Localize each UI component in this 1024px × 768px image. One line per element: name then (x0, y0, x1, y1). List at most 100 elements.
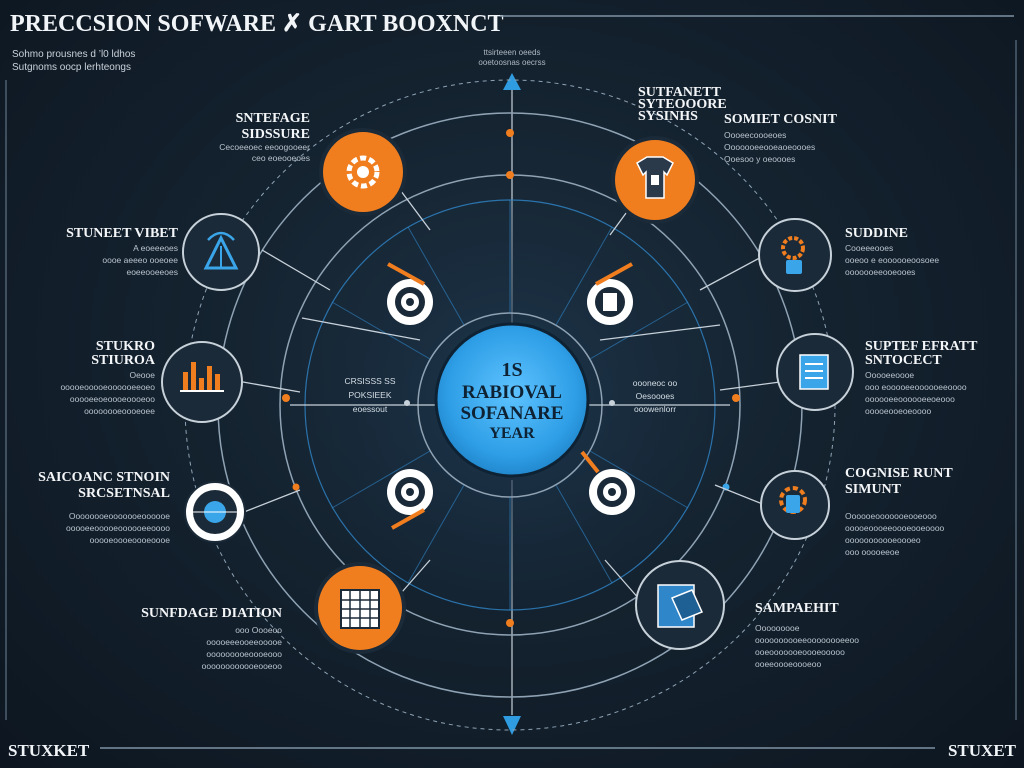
globe-target-icon (190, 501, 240, 523)
label-line: ooo eooooeeoooooeeoooo (865, 382, 967, 392)
label-line: eoeeooeeoes (126, 267, 178, 277)
inner-right-line1: oooneoc oo (633, 378, 678, 388)
server-gear-icon (779, 486, 807, 514)
label-title: COGNISE RUNT (845, 466, 953, 481)
label-line: ooeeoooeoooeoo (755, 659, 821, 669)
label-top-left: SNTEFAGE SIDSSURE Cecoeeoec eeoogooeer c… (219, 111, 310, 163)
label-line: Ooesoo y oeoooes (724, 154, 795, 164)
header: PRECCSION SOFWARE ✗ GART BOOXNCT Sohmo p… (5, 11, 1017, 720)
label-line: Ooooooooe (755, 623, 800, 633)
label-line: oooooooooeeoooooooeeoo (755, 635, 859, 645)
label-title: SUDDINE (845, 226, 908, 241)
label-title: SUPTEF EFRATT (865, 339, 978, 354)
label-line: ooooeoooeoooeoooe (90, 535, 171, 545)
label-line: oooooooeoooeoee (84, 406, 155, 416)
label-title: SUNFDAGE DIATION (141, 606, 282, 621)
label-line: ooooeoooeeoooeooeoooo (845, 523, 945, 533)
label-line: ooooeeooooeoooooeeoooo (66, 523, 170, 533)
label-lower-left: SAICOANC STNOIN SRCSETNSAL Oooooooeooooo… (38, 470, 170, 545)
node-top-left[interactable] (319, 128, 407, 216)
footer: STUXKET STUXET (8, 741, 1017, 760)
label-title: SYTEOOORE (638, 97, 727, 112)
label-line: ooeoo e eoooooeoosoee (845, 255, 939, 265)
label-title: SAMPAEHIT (755, 601, 839, 616)
grid-chip-icon (340, 589, 380, 629)
label-title: STUKRO (96, 339, 155, 354)
label-title: SIMUNT (845, 482, 902, 497)
label-line: Oooooeooooooeooeooo (845, 511, 937, 521)
header-subtitle-1: Sohmo prousnes d ’l0 ldhos (12, 49, 135, 60)
document-drone-icon (657, 584, 704, 628)
node-lower-right[interactable] (760, 470, 830, 540)
center-hub: 1S RABIOVAL SOFANARE YEAR (434, 322, 590, 478)
node-top-right[interactable] (611, 136, 699, 224)
label-line: ooeooooooeoooeooooo (755, 647, 845, 657)
label-middle-left: STUKRO STIUROA Oeooe ooooeooooeoooooeeoe… (60, 339, 155, 416)
label-line: Cecoeeoec eeoogooeer (219, 142, 310, 152)
node-upper-right[interactable] (758, 218, 832, 292)
center-line1: 1S (501, 359, 522, 381)
document-target-icon (587, 262, 633, 325)
node-middle-left[interactable] (161, 341, 243, 423)
label-top-right-stack: SUTFANETT SYTEOOORE SYSINHS (638, 85, 727, 124)
label-line: Ooooooeeooeaoeoooes (724, 142, 815, 152)
label-title: SAICOANC STNOIN (38, 470, 170, 485)
label-bottom-left: SUNFDAGE DIATION ooo Oooeoo ooooeeeooeeo… (141, 606, 282, 671)
arrow-down-icon (503, 716, 521, 735)
ring-markers (282, 129, 740, 627)
inner-left-label: CRSISSS SS POKSIEEK eoessout (344, 376, 395, 414)
antenna-icon (203, 231, 239, 270)
target-icon (387, 262, 433, 325)
label-line: ooo ooooeeoe (845, 547, 900, 557)
label-upper-right: SUDDINE Cooeeeooes ooeoo e eoooooeoosoee… (845, 226, 939, 277)
bar-chart-icon (180, 362, 224, 392)
page-title: PRECCSION SOFWARE ✗ GART BOOXNCT (10, 11, 504, 37)
gear-hand-icon (346, 155, 380, 189)
arrow-up-icon (503, 73, 521, 90)
label-line: Oeooe (129, 370, 155, 380)
inner-targets (387, 262, 635, 530)
label-line: ooooeooeoeoooo (865, 406, 931, 416)
label-line: ooooooooeoooeooo (206, 649, 282, 659)
node-upper-left[interactable] (182, 213, 260, 291)
label-title: SYSINHS (638, 109, 698, 124)
label-title: SIDSSURE (242, 127, 310, 142)
label-line: Cooeeeooes (845, 243, 893, 253)
target-icon (387, 469, 433, 530)
label-title: SOMIET COSNIT (724, 112, 838, 127)
inner-right-line2: Oesoooes (636, 391, 675, 401)
center-line4: YEAR (489, 425, 535, 442)
label-lower-right: COGNISE RUNT SIMUNT Oooooeooooooeooeooo … (845, 466, 953, 557)
inner-left-line1: CRSISSS SS (344, 376, 395, 386)
inner-left-line3: eoessout (353, 404, 388, 414)
label-line: ooooeeoeoooeoooeoo (70, 394, 155, 404)
label-line: ooooooooooeoooeo (845, 535, 921, 545)
label-line: ooooooeeooeooes (845, 267, 915, 277)
target-icon (580, 450, 635, 515)
label-line: oooooooooooeooeoo (202, 661, 283, 671)
inner-right-label: oooneoc oo Oesoooes ooowenlorr (633, 378, 678, 414)
footer-right: STUXET (948, 741, 1017, 760)
label-title: SUTFANETT (638, 85, 722, 100)
label-line: Oooooooeooooooeoooooe (69, 511, 170, 521)
node-lower-left[interactable] (184, 481, 246, 543)
footer-left: STUXKET (8, 741, 90, 760)
node-bottom-left[interactable] (314, 562, 406, 654)
node-bottom-right[interactable] (635, 560, 725, 650)
node-middle-right[interactable] (776, 333, 854, 411)
header-subtitle-2: Sutgnoms oocp lerhteongs (12, 62, 131, 73)
label-title: SRCSETNSAL (78, 486, 170, 501)
label-top-right: SOMIET COSNIT Oooeecoooeoes Ooooooeeooea… (724, 112, 838, 164)
top-note: ttsirteeen oeeds ooetoosnas oecrss (478, 48, 545, 67)
label-line: oooe aeeeo ooeoee (102, 255, 178, 265)
center-line3: SOFANARE (460, 403, 563, 424)
document-stack-icon (799, 354, 829, 390)
label-title: STIUROA (91, 353, 156, 368)
label-upper-left: STUNEET VIBET A eoeeeoes oooe aeeeo ooeo… (66, 226, 179, 277)
label-line: Ooooeeoooe (865, 370, 914, 380)
label-title: SNTEFAGE (236, 111, 310, 126)
label-line: ooooeooooeoooooeeoeo (60, 382, 155, 392)
inner-right-line3: ooowenlorr (634, 404, 676, 414)
shirt-icon (636, 156, 674, 199)
